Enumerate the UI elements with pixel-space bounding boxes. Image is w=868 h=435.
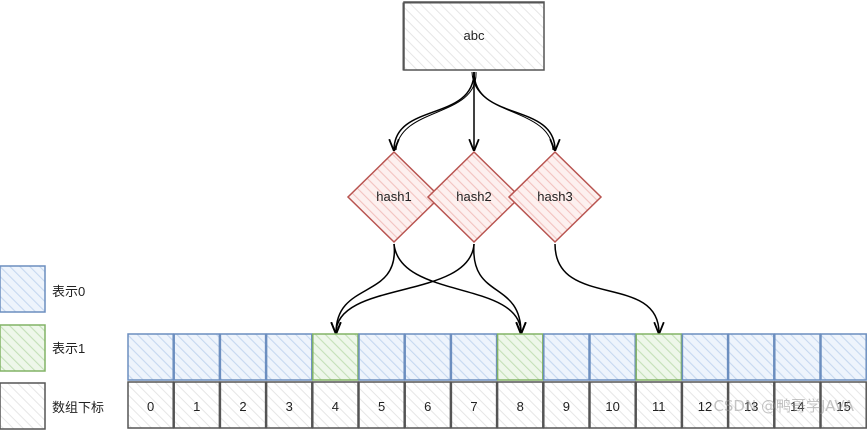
index-cell-11 — [635, 381, 683, 429]
index-label-8: 8 — [517, 399, 524, 414]
bit-cell-8 — [496, 333, 544, 381]
hash2-label: hash2 — [456, 189, 491, 204]
hash1-label: hash1 — [376, 189, 411, 204]
index-label-1: 1 — [193, 399, 200, 414]
index-cell-1 — [173, 381, 221, 429]
legend-label-index: 数组下标 — [52, 400, 104, 415]
index-label-12: 12 — [698, 399, 712, 414]
bit-cell-13 — [727, 333, 775, 381]
hash-node-2: hash2 — [426, 150, 522, 244]
index-cell-13 — [727, 381, 775, 429]
hash3-label: hash3 — [537, 189, 572, 204]
index-label-7: 7 — [470, 399, 477, 414]
bit-cell-12 — [681, 333, 729, 381]
bit-cell-9 — [543, 333, 590, 381]
index-label-14: 14 — [790, 399, 804, 414]
index-cell-0 — [127, 381, 174, 429]
bit-cell-14 — [774, 333, 821, 381]
index-label-2: 2 — [239, 399, 246, 414]
index-cell-3 — [265, 381, 313, 429]
hash-node-1: hash1 — [346, 150, 442, 244]
edge-to-hash3 — [473, 71, 555, 150]
legend-swatch-one — [0, 324, 46, 372]
edge-hash3-to-bit11 — [554, 243, 659, 333]
index-label-4: 4 — [332, 399, 339, 414]
index-label-3: 3 — [286, 399, 293, 414]
index-label-11: 11 — [652, 399, 666, 414]
bit-cell-11 — [635, 333, 683, 381]
index-cell-6 — [404, 381, 452, 429]
index-cell-7 — [450, 381, 498, 429]
bit-array-row — [127, 333, 867, 381]
watermark-text: CSDN @鸭哥学JAVA — [713, 397, 854, 415]
legend-swatch-zero — [0, 265, 46, 313]
hash-to-bit-edges — [336, 243, 659, 333]
index-cell-9 — [543, 381, 590, 429]
index-cell-4 — [312, 381, 359, 429]
index-cell-15 — [820, 381, 867, 429]
bit-cell-1 — [173, 333, 221, 381]
source-to-hash-edges — [394, 71, 555, 150]
index-label-9: 9 — [563, 399, 570, 414]
source-node: abc — [402, 1, 545, 71]
bit-cell-7 — [450, 333, 498, 381]
bit-cell-10 — [589, 333, 636, 381]
index-label-13: 13 — [744, 399, 758, 414]
bit-cell-6 — [404, 333, 452, 381]
bit-cell-5 — [358, 333, 405, 381]
index-cell-8 — [496, 381, 544, 429]
index-cell-5 — [358, 381, 405, 429]
legend: 表示0 表示1 数组下标 — [0, 265, 104, 430]
index-label-0: 0 — [147, 399, 154, 414]
index-label-6: 6 — [424, 399, 431, 414]
index-cell-2 — [219, 381, 267, 429]
legend-label-zero: 表示0 — [52, 284, 85, 299]
edge-to-hash1 — [394, 71, 475, 150]
index-label-15: 15 — [836, 399, 850, 414]
index-cell-14 — [774, 381, 821, 429]
index-cell-12 — [681, 381, 729, 429]
bit-cell-4 — [312, 333, 359, 381]
bit-cell-3 — [265, 333, 313, 381]
index-label-10: 10 — [605, 399, 619, 414]
edge-hash2-to-bit4 — [336, 243, 475, 333]
source-label: abc — [464, 28, 485, 43]
index-label-5: 5 — [378, 399, 385, 414]
legend-label-one: 表示1 — [52, 341, 85, 356]
index-cell-10 — [589, 381, 636, 429]
bit-cell-2 — [219, 333, 267, 381]
bit-cell-15 — [820, 333, 867, 381]
edge-hash1-to-bit8 — [393, 243, 521, 333]
hash-node-3: hash3 — [507, 150, 603, 244]
edge-hash2-to-bit8 — [473, 243, 521, 333]
bit-cell-0 — [127, 333, 174, 381]
edge-hash1-to-bit4 — [336, 243, 396, 333]
legend-swatch-index — [0, 382, 46, 430]
